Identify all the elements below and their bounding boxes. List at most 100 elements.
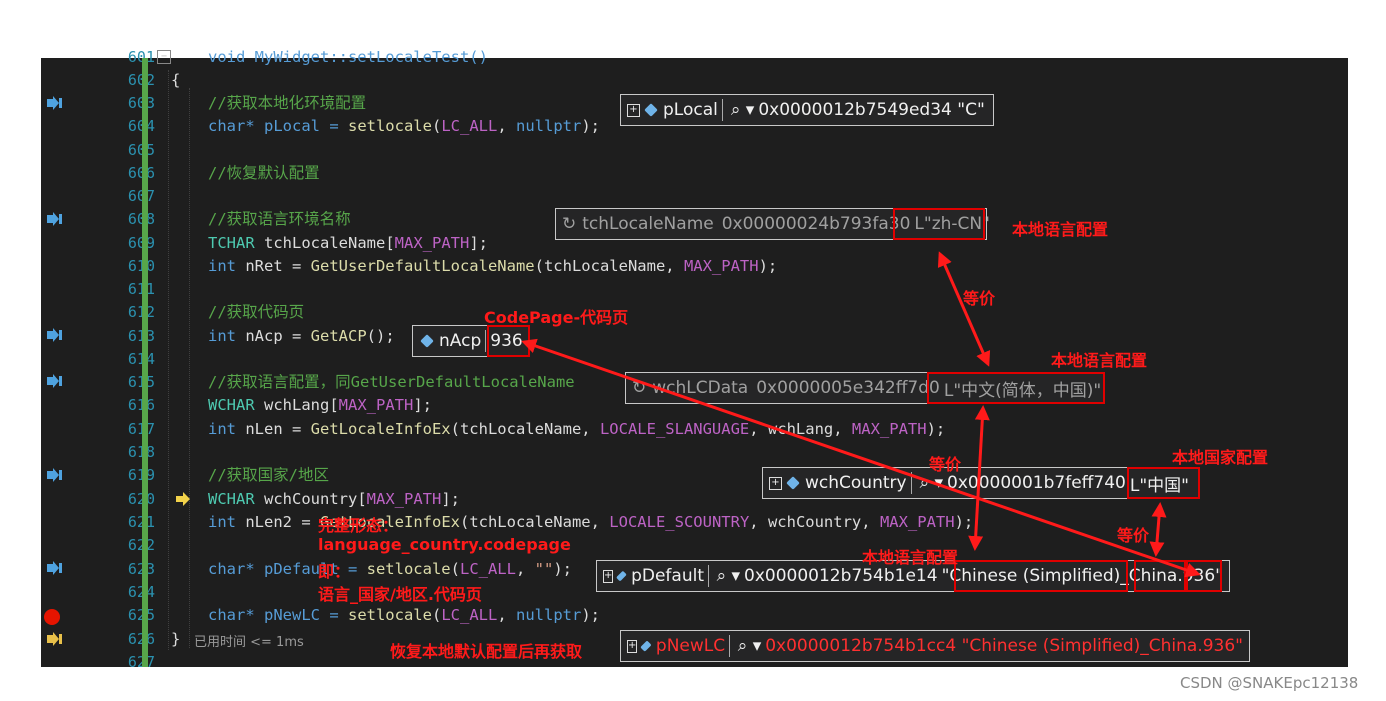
- code-type: WCHAR: [208, 490, 255, 508]
- code-comment: //恢复默认配置: [208, 164, 320, 182]
- code-macro: LC_ALL: [459, 560, 516, 578]
- code-line[interactable]: //获取代码页: [208, 301, 304, 324]
- fold-toggle-icon[interactable]: −: [157, 50, 171, 64]
- line-number: 618: [105, 441, 155, 464]
- datatip-name: pNewLC: [655, 636, 726, 656]
- code-text: tchLocaleName[: [254, 234, 395, 252]
- refresh-icon[interactable]: ↻: [632, 378, 647, 398]
- datatip-value[interactable]: L"zh-CN": [914, 214, 990, 234]
- code-macro: MAX_PATH: [394, 234, 470, 252]
- code-text: (: [431, 606, 442, 624]
- indent-guide: [168, 70, 169, 650]
- highlight-box: [487, 325, 530, 357]
- code-function: setlocale: [347, 117, 432, 135]
- code-line[interactable]: //获取语言环境名称: [208, 208, 351, 231]
- tracepoint-icon[interactable]: [45, 468, 65, 482]
- datatip-value[interactable]: 0x0000012b7549ed34 "C": [758, 100, 985, 120]
- code-text: }: [171, 630, 181, 648]
- variable-icon: [640, 640, 652, 652]
- datatip-value[interactable]: 0x0000012b754b1cc4 "Chinese (Simplified)…: [765, 636, 1243, 656]
- code-line[interactable]: //获取本地化环境配置: [208, 92, 366, 115]
- code-line[interactable]: //获取国家/地区: [208, 464, 329, 487]
- code-line[interactable]: WCHAR wchCountry[MAX_PATH];: [208, 488, 460, 511]
- code-keyword: int: [208, 257, 236, 275]
- code-text: ];: [441, 490, 460, 508]
- code-text: );: [758, 257, 778, 275]
- code-text: ];: [413, 396, 432, 414]
- code-line[interactable]: int nLen = GetLocaleInfoEx(tchLocaleName…: [208, 418, 945, 441]
- magnifier-icon[interactable]: ⌕ ▾: [919, 473, 944, 493]
- code-line[interactable]: char* pNewLC = setlocale(LC_ALL, nullptr…: [208, 604, 600, 627]
- datatip-name: tchLocaleName: [582, 214, 714, 234]
- code-text: nLen2 =: [236, 513, 320, 531]
- code-line[interactable]: }: [171, 628, 180, 651]
- code-keyword: int: [208, 420, 236, 438]
- line-number: 610: [105, 255, 155, 278]
- code-line[interactable]: int nRet = GetUserDefaultLocaleName(tchL…: [208, 255, 777, 278]
- datatip-tchlocalename[interactable]: ↻ tchLocaleName 0x00000024b793fa30 L"zh-…: [555, 208, 990, 240]
- code-text: ,: [515, 560, 535, 578]
- code-line[interactable]: TCHAR tchLocaleName[MAX_PATH];: [208, 232, 488, 255]
- expand-icon[interactable]: +: [627, 103, 640, 117]
- datatip-plocal[interactable]: + pLocal ⌕ ▾ 0x0000012b7549ed34 "C": [620, 94, 994, 126]
- annotation-label: 等价: [1117, 526, 1150, 545]
- datatip-pnewlc[interactable]: + pNewLC ⌕ ▾ 0x0000012b754b1cc4 "Chinese…: [620, 630, 1250, 662]
- code-text: char* pNewLC =: [208, 606, 348, 624]
- code-line[interactable]: char* pLocal = setlocale(LC_ALL, nullptr…: [208, 115, 600, 138]
- expand-icon[interactable]: +: [769, 476, 782, 490]
- refresh-icon[interactable]: ↻: [562, 214, 577, 234]
- datatip-name: wchLCData: [652, 378, 749, 398]
- annotation-label: language_country.codepage: [318, 535, 571, 554]
- code-line[interactable]: {: [171, 69, 180, 92]
- expand-icon[interactable]: +: [627, 639, 638, 653]
- tracepoint-icon[interactable]: [45, 96, 65, 110]
- code-text: ,: [497, 606, 516, 624]
- magnifier-icon[interactable]: ⌕ ▾: [737, 636, 762, 656]
- code-text: , wchCountry,: [749, 513, 880, 531]
- line-number: 602: [105, 69, 155, 92]
- code-line[interactable]: void MyWidget::setLocaleTest(): [208, 46, 488, 69]
- code-text: );: [553, 560, 572, 578]
- code-text: void MyWidget::setLocaleTest(): [208, 48, 488, 66]
- line-number: 608: [105, 208, 155, 231]
- code-line[interactable]: //获取语言配置，同GetUserDefaultLocaleName: [208, 371, 575, 394]
- highlight-box: [927, 372, 1105, 404]
- code-function: setlocale: [347, 606, 432, 624]
- line-number: 606: [105, 162, 155, 185]
- code-macro: MAX_PATH: [338, 396, 414, 414]
- annotation-label: 本地国家配置: [1172, 448, 1269, 467]
- annotation-label: 语言_国家/地区.代码页: [318, 585, 482, 604]
- code-line[interactable]: char* pDefault = setlocale(LC_ALL, "");: [208, 558, 572, 581]
- line-number: 607: [105, 185, 155, 208]
- expand-icon[interactable]: +: [603, 569, 614, 583]
- annotation-label: 完整形态：: [318, 516, 399, 535]
- code-text: nLen =: [236, 420, 311, 438]
- code-macro: LOCALE_SCOUNTRY: [609, 513, 750, 531]
- tracepoint-icon[interactable]: [45, 212, 65, 226]
- code-line[interactable]: int nAcp = GetACP();: [208, 325, 395, 348]
- code-line[interactable]: WCHAR wchLang[MAX_PATH];: [208, 394, 432, 417]
- code-keyword: int: [208, 513, 236, 531]
- breakpoint-icon[interactable]: [43, 608, 61, 626]
- magnifier-icon[interactable]: ⌕ ▾: [716, 566, 741, 586]
- tracepoint-icon[interactable]: [45, 374, 65, 388]
- datatip-nacp[interactable]: nAcp 936: [412, 325, 530, 357]
- annotation-label: 本地语言配置: [862, 548, 959, 567]
- magnifier-icon[interactable]: ⌕ ▾: [730, 100, 755, 120]
- tracepoint-icon[interactable]: [45, 328, 65, 342]
- breakpoint-gutter[interactable]: [41, 58, 105, 667]
- code-text: ];: [469, 234, 488, 252]
- datatip-address: 0x00000024b793fa30: [721, 214, 911, 234]
- code-text: nAcp =: [236, 327, 311, 345]
- code-string: "": [534, 560, 554, 578]
- line-number: 621: [105, 511, 155, 534]
- code-macro: LOCALE_SLANGUAGE: [599, 420, 750, 438]
- code-macro: LC_ALL: [441, 606, 498, 624]
- code-text: char* pDefault =: [208, 560, 367, 578]
- tracepoint-icon[interactable]: [45, 632, 65, 646]
- code-line[interactable]: //恢复默认配置: [208, 162, 320, 185]
- code-text: (: [431, 117, 442, 135]
- datatip-value[interactable]: 936: [490, 331, 523, 351]
- tracepoint-icon[interactable]: [45, 561, 65, 575]
- code-keyword: int: [208, 327, 236, 345]
